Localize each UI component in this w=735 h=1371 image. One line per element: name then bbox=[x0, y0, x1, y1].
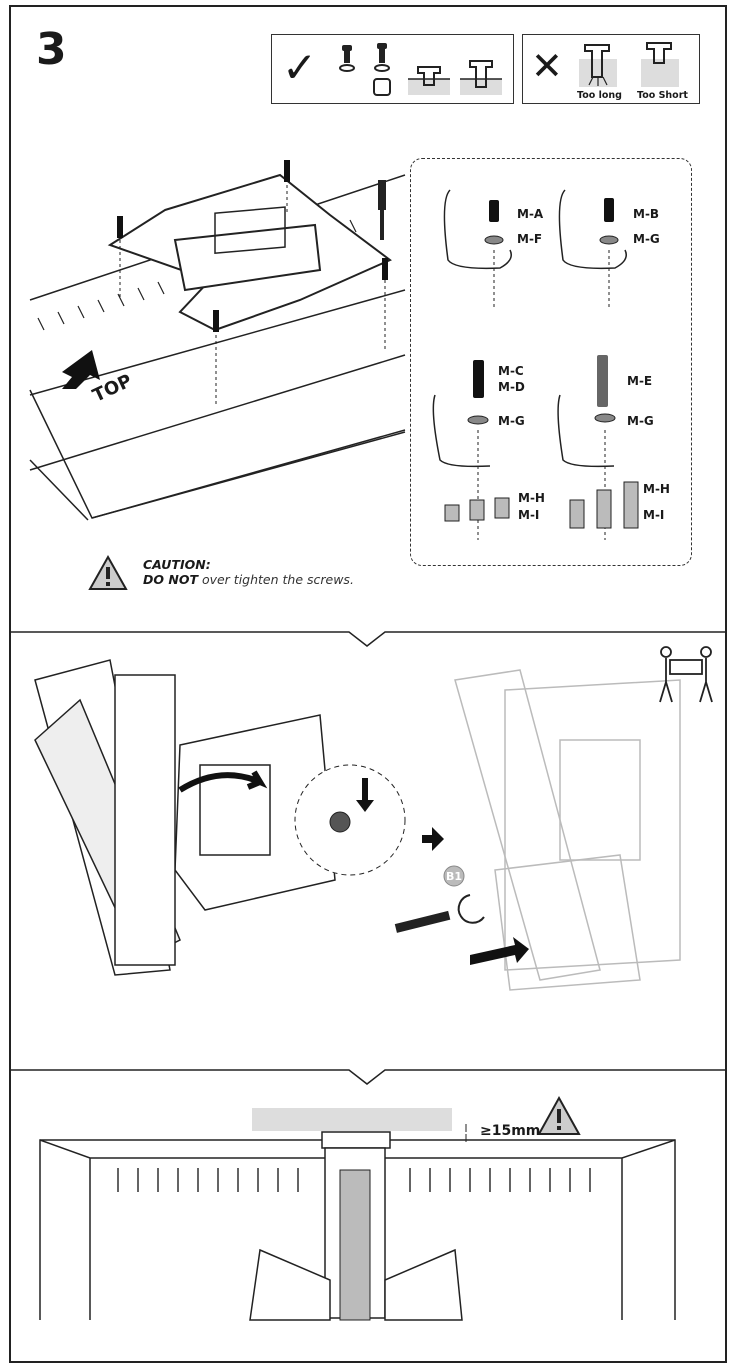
correct-screw-illustration bbox=[339, 43, 502, 96]
hardware-mg3: M-G bbox=[627, 414, 654, 428]
incorrect-usage-box: ✕ Too long Too Short bbox=[522, 34, 700, 104]
section-divider-2 bbox=[9, 1069, 727, 1085]
incorrect-screw-illustration bbox=[579, 42, 679, 87]
caution-title: CAUTION: bbox=[143, 557, 211, 572]
hardware-ma: M-A bbox=[517, 207, 544, 221]
section-divider-1 bbox=[9, 631, 727, 647]
hardware-mh1: M-H bbox=[518, 491, 545, 505]
caution-note: CAUTION: DO NOT over tighten the screws. bbox=[143, 557, 354, 587]
checkmark-icon: ✓ bbox=[282, 43, 318, 92]
rotate-arrow-icon bbox=[457, 894, 485, 924]
clearance-label: ≥15mm bbox=[480, 1123, 541, 1139]
two-person-lift-icon bbox=[659, 646, 713, 703]
hardware-me: M-E bbox=[627, 374, 653, 388]
hardware-mg2: M-G bbox=[498, 414, 525, 428]
hardware-mf: M-F bbox=[517, 232, 543, 246]
hardware-mi2: M-I bbox=[643, 508, 665, 522]
callout-b1: B1 bbox=[446, 870, 463, 883]
page-frame bbox=[9, 5, 727, 1363]
too-short-label: Too Short bbox=[637, 90, 688, 101]
arrow-right-icon bbox=[422, 827, 444, 851]
cross-icon: ✕ bbox=[531, 44, 563, 88]
clearance-illustration bbox=[39, 1095, 676, 1321]
hardware-mg1: M-G bbox=[633, 232, 660, 246]
hardware-md: M-D bbox=[498, 380, 525, 394]
hardware-detail-box bbox=[410, 158, 692, 566]
screwdriver-icon bbox=[378, 180, 386, 240]
warning-icon bbox=[88, 554, 128, 590]
caution-emphasis: DO NOT bbox=[143, 572, 198, 587]
caution-text: over tighten the screws. bbox=[197, 572, 354, 587]
correct-usage-box: ✓ bbox=[271, 34, 514, 104]
hardware-mb: M-B bbox=[633, 207, 660, 221]
warning-icon bbox=[537, 1095, 581, 1135]
hardware-illustration bbox=[432, 189, 639, 540]
step-number: 3 bbox=[36, 24, 67, 75]
hardware-mh2: M-H bbox=[643, 482, 670, 496]
too-long-label: Too long bbox=[577, 90, 622, 101]
hardware-mi1: M-I bbox=[518, 508, 540, 522]
bracket-attach-illustration bbox=[34, 646, 713, 991]
hardware-mc: M-C bbox=[498, 364, 524, 378]
tv-back-illustration bbox=[29, 160, 406, 521]
